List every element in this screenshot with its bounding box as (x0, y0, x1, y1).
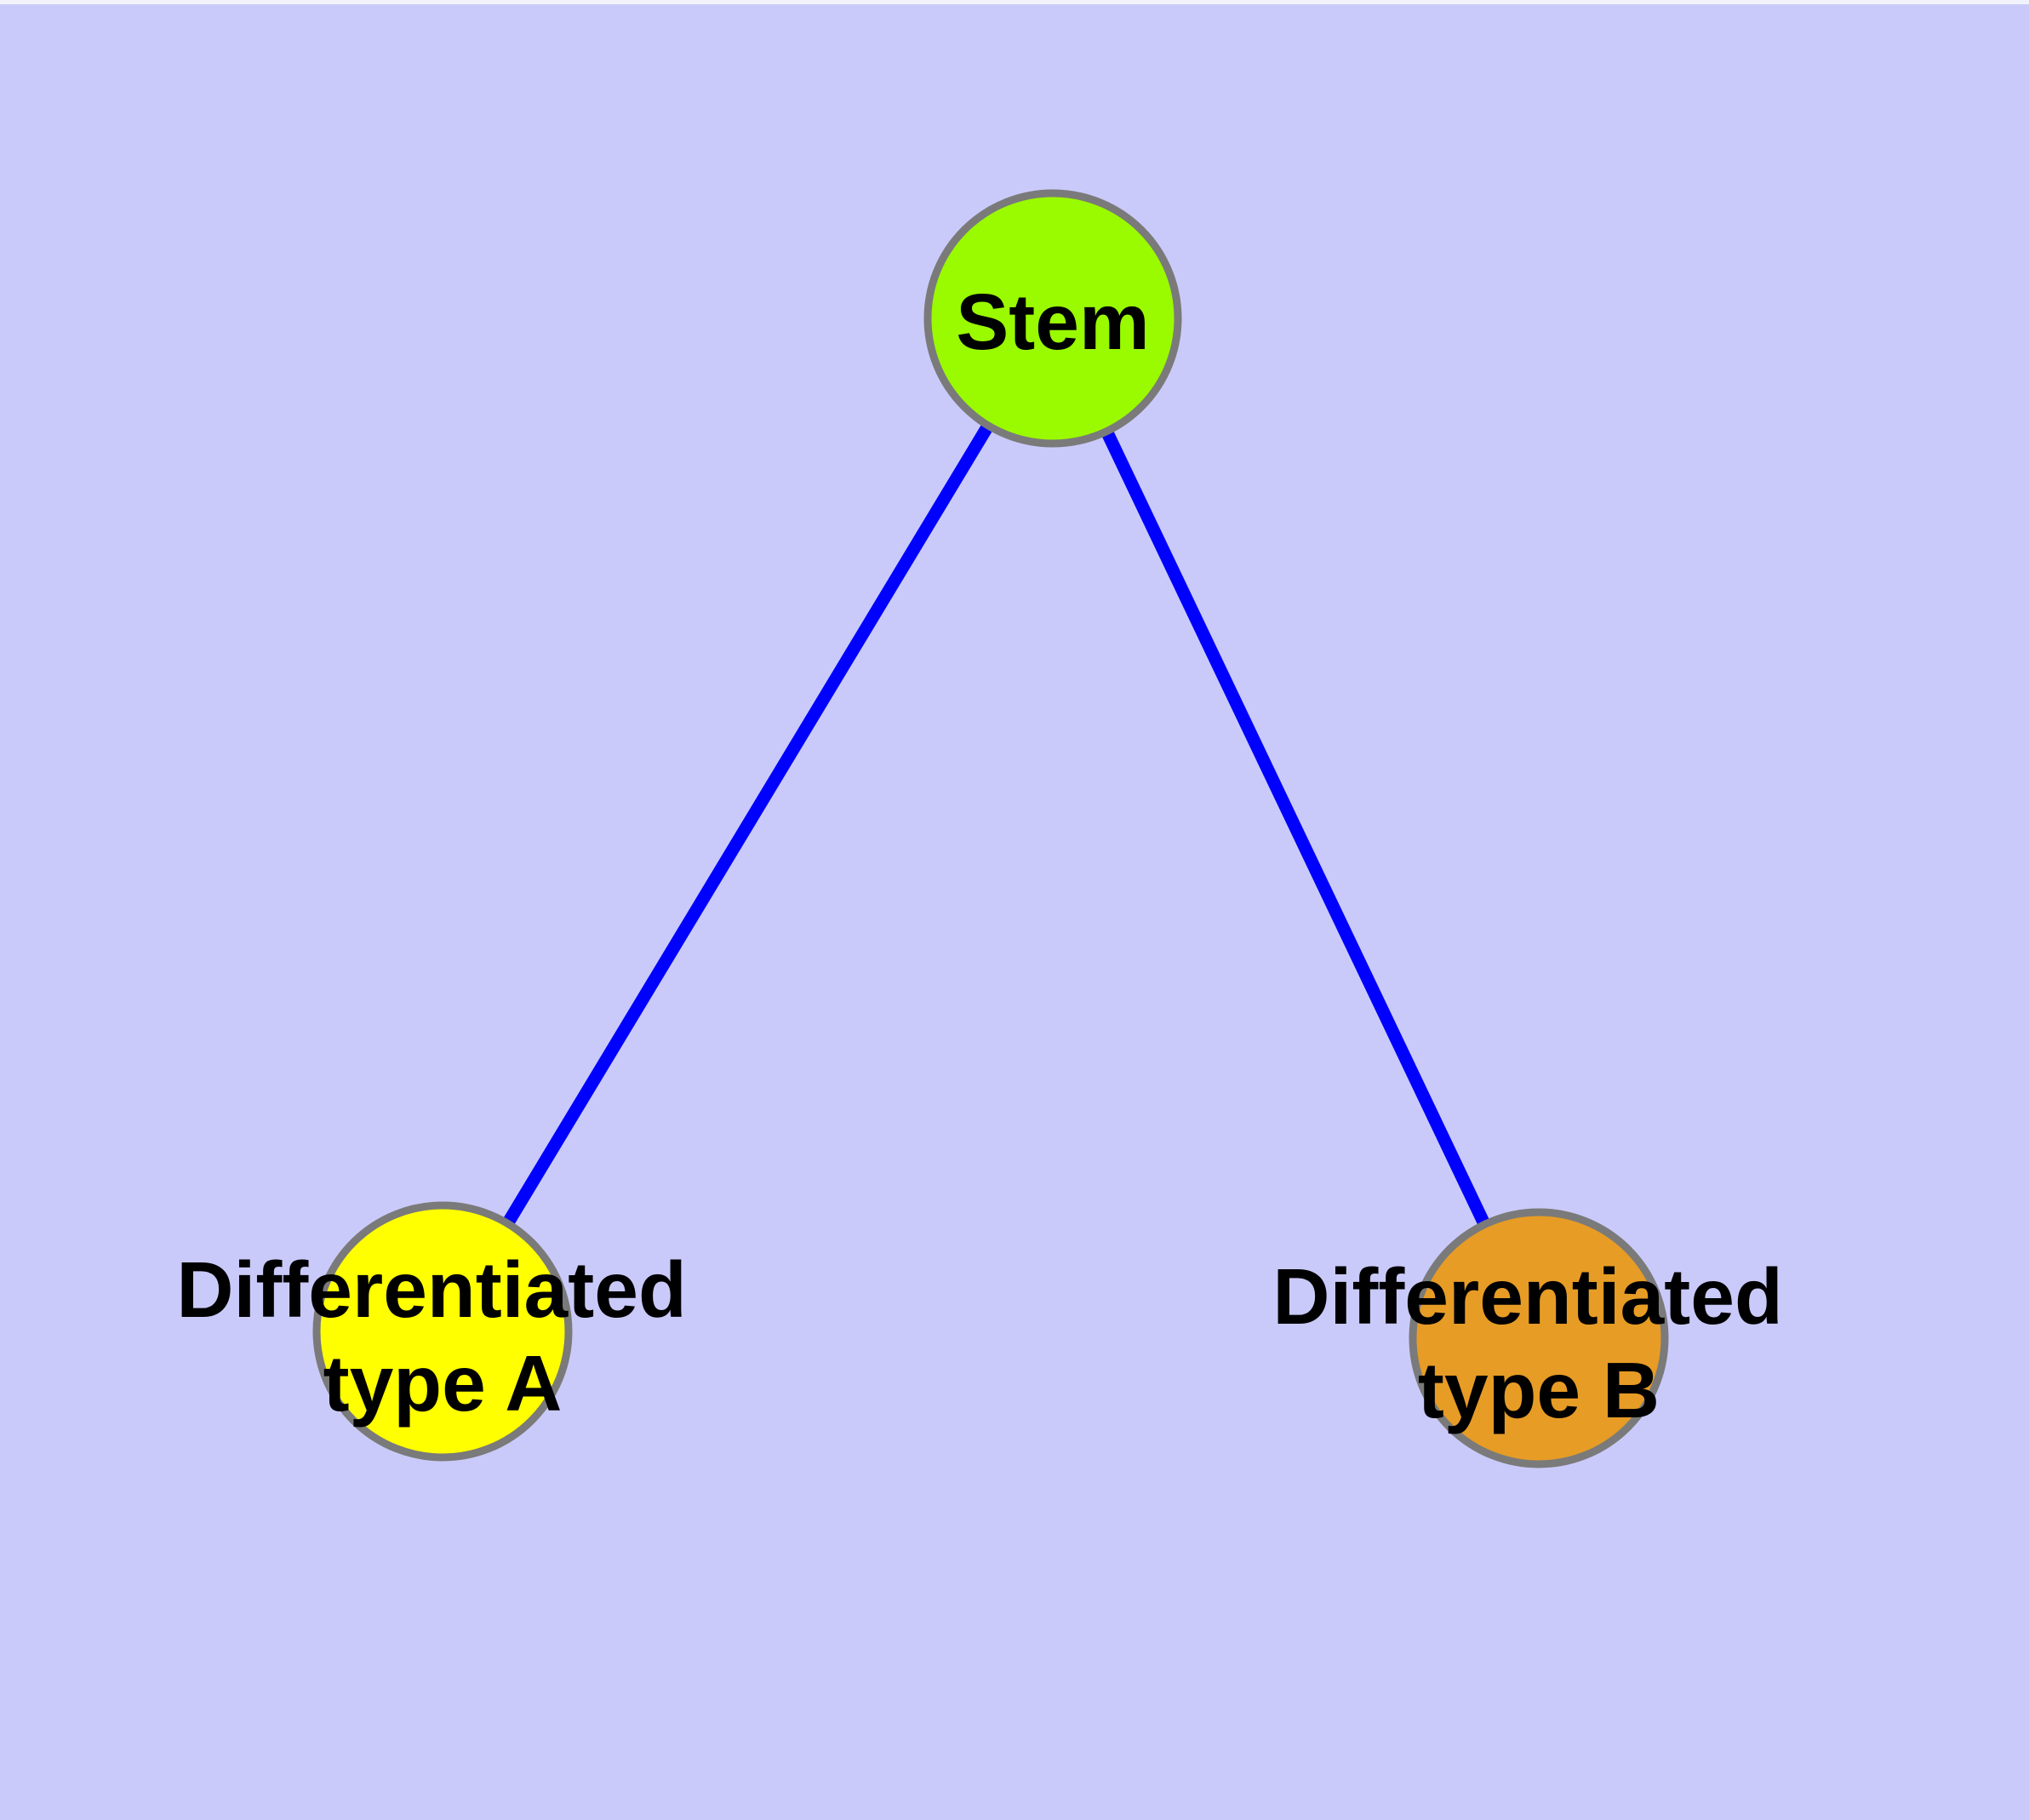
node-type-a-label-line-2: type A (323, 1339, 563, 1428)
node-type-a-label: Differentiated type A (176, 1245, 708, 1428)
node-type-b-label: Differentiated type B (1272, 1252, 1804, 1434)
node-type-b-label-line-2: type B (1418, 1346, 1660, 1434)
node-differentiated-type-b (1409, 1208, 1669, 1468)
node-differentiated-type-a (312, 1201, 573, 1462)
node-stem (923, 189, 1182, 448)
node-type-a-label-line-1: Differentiated (176, 1245, 686, 1334)
edge-stem-to-type-b (1047, 315, 1545, 1342)
top-edge-highlight (0, 0, 2029, 4)
edge-stem-to-type-a (437, 315, 1059, 1335)
node-type-b-label-line-1: Differentiated (1272, 1252, 1782, 1341)
node-stem-label: Stem (956, 278, 1149, 366)
